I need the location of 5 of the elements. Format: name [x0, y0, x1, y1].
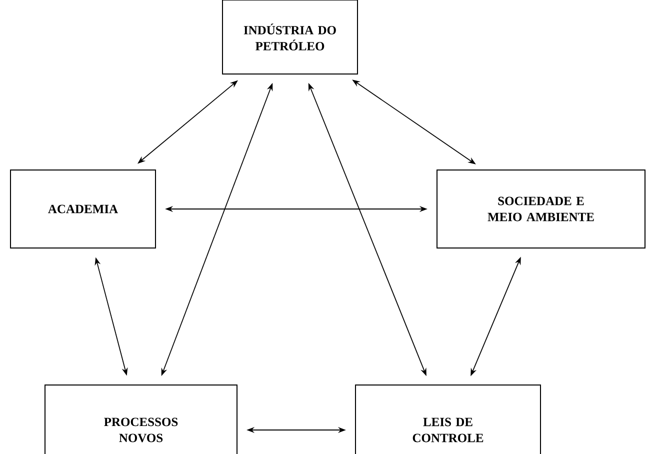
box: SOCIEDADE E MEIO AMBIENTE — [436, 170, 646, 248]
box: INDÚSTRIA DO PETRÓLEO — [222, 0, 358, 74]
box: LEIS DE CONTROLE — [355, 384, 541, 454]
box: ACADEMIA — [10, 170, 156, 248]
box: PROCESSOS NOVOS — [44, 384, 238, 454]
